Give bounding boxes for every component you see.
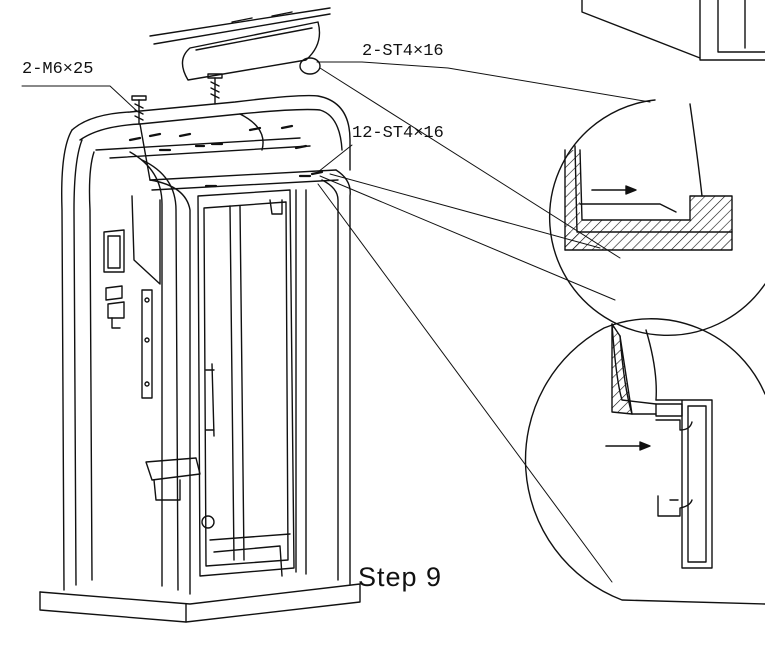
roof-screws bbox=[128, 124, 324, 188]
shower-cabin bbox=[39, 94, 361, 623]
detail-circle-bottom bbox=[524, 318, 765, 605]
step-label: Step 9 bbox=[358, 562, 443, 592]
screw-label-m6: 2-M6×25 bbox=[22, 60, 94, 79]
leader-lines bbox=[21, 61, 651, 583]
screw-label-roof: 12-ST4×16 bbox=[352, 124, 444, 143]
m6-screw-2 bbox=[207, 73, 223, 105]
previous-step-fragment bbox=[581, 0, 765, 61]
roof-cap-panel bbox=[149, 7, 331, 81]
detail-circle-top bbox=[548, 99, 765, 337]
screw-label-cap: 2-ST4×16 bbox=[362, 42, 444, 61]
